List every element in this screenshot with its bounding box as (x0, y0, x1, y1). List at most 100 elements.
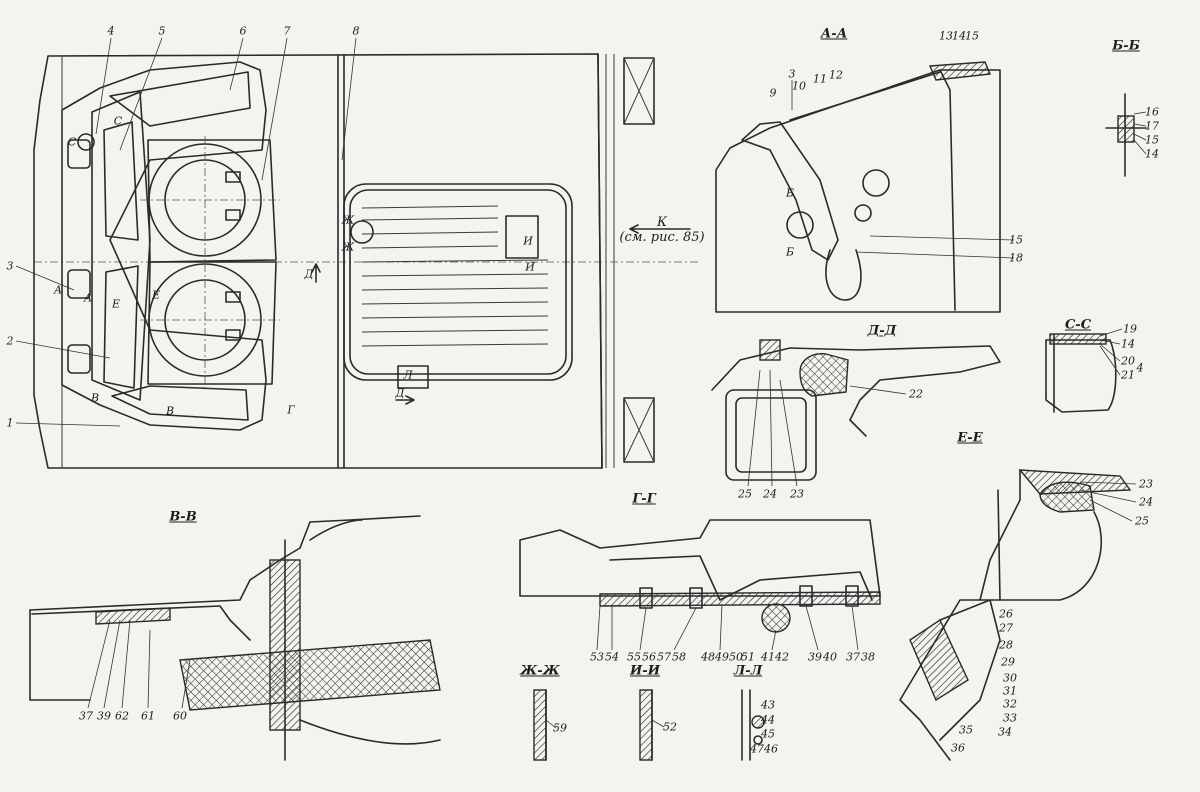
part-callout: 43 (761, 698, 775, 712)
section-bb (1105, 93, 1147, 177)
reference-note-letter: К (656, 215, 668, 230)
part-callout: 37 (846, 650, 860, 664)
section-title-gg: Г-Г (632, 491, 656, 507)
part-callout: 50 (729, 650, 743, 664)
part-callout: Е (111, 297, 121, 311)
part-callout: 21 (1121, 368, 1135, 382)
part-callout: 31 (1003, 684, 1017, 698)
part-callout: 34 (998, 725, 1012, 739)
part-callout: 39 (808, 650, 822, 664)
part-callout: 10 (792, 79, 806, 93)
part-callout: 39 (97, 709, 111, 723)
part-callout: 4 (107, 24, 115, 38)
part-callout: 27 (999, 621, 1013, 635)
part-callout: 49 (715, 650, 729, 664)
part-callout: 3 (6, 259, 14, 273)
part-callout: 35 (959, 723, 973, 737)
part-callout: 15 (1145, 133, 1159, 147)
part-callout: 16 (1145, 105, 1159, 119)
part-callout: 47 (750, 742, 764, 756)
part-callout: 23 (790, 487, 804, 501)
part-callout: 62 (115, 709, 129, 723)
part-callout: 40 (823, 650, 837, 664)
section-title-ll: Л-Л (733, 663, 763, 679)
part-callout: С (113, 114, 123, 128)
part-callout: 24 (1139, 495, 1153, 509)
part-callout: 11 (813, 72, 827, 86)
part-callout: 56 (642, 650, 656, 664)
part-callout: В (165, 404, 175, 418)
part-callout: Б (785, 186, 795, 200)
part-callout: 13 (939, 29, 953, 43)
part-callout: Г (287, 403, 295, 417)
part-callout: Д (395, 386, 405, 400)
part-callout: А (53, 283, 63, 297)
part-callout: Ж (341, 240, 355, 254)
section-aa (715, 61, 1015, 313)
section-dd (711, 339, 1001, 487)
part-callout: 44 (761, 713, 775, 727)
part-callout: 30 (1003, 671, 1017, 685)
part-callout: 38 (861, 650, 875, 664)
section-title-zhzh: Ж-Ж (520, 663, 560, 679)
part-callout: 5 (158, 24, 166, 38)
part-callout: 54 (605, 650, 619, 664)
part-callout: 36 (951, 741, 965, 755)
part-callout: 25 (1135, 514, 1149, 528)
part-callout: 29 (1001, 655, 1015, 669)
plan-view (15, 37, 700, 469)
part-callout: 12 (829, 68, 843, 82)
part-callout: И (525, 260, 535, 274)
part-callout: 15 (965, 29, 979, 43)
part-callout: 45 (761, 727, 775, 741)
part-callout: 33 (1003, 711, 1017, 725)
part-callout: Д (304, 267, 314, 281)
part-callout: Л (403, 368, 413, 382)
part-callout: 60 (173, 709, 187, 723)
part-callout: 61 (141, 709, 155, 723)
part-callout: Ж (341, 213, 355, 227)
part-callout: 42 (775, 650, 789, 664)
part-callout: 14 (1145, 147, 1159, 161)
part-callout: 8 (352, 24, 360, 38)
part-callout: 32 (1003, 697, 1017, 711)
part-callout: 41 (761, 650, 775, 664)
part-callout: 59 (553, 721, 567, 735)
section-zhzh (533, 689, 557, 761)
part-callout: 7 (283, 24, 291, 38)
part-callout: А (83, 291, 93, 305)
part-callout: 20 (1121, 354, 1135, 368)
part-callout: 52 (663, 720, 677, 734)
section-ll (741, 689, 765, 761)
part-callout: 48 (701, 650, 715, 664)
part-callout: 57 (657, 650, 671, 664)
part-callout: 55 (627, 650, 641, 664)
part-callout: 2 (6, 334, 14, 348)
part-callout: 22 (909, 387, 923, 401)
section-vv (29, 515, 441, 761)
part-callout: 23 (1139, 477, 1153, 491)
part-callout: 4 (1136, 361, 1144, 375)
reference-note: К (см. рис. 85) (619, 215, 704, 245)
part-callout: С (67, 135, 77, 149)
section-title-aa: А-А (820, 26, 848, 42)
part-callout: 46 (764, 742, 778, 756)
part-callout: 6 (239, 24, 247, 38)
part-callout: 14 (952, 29, 966, 43)
section-ee (899, 469, 1137, 761)
section-cc (1045, 328, 1123, 413)
section-ii (639, 689, 665, 761)
part-callout: 3 (788, 67, 796, 81)
part-callout: 25 (738, 487, 752, 501)
part-callout: 37 (79, 709, 93, 723)
part-callout: 28 (999, 638, 1013, 652)
part-callout: 53 (590, 650, 604, 664)
part-callout: 26 (999, 607, 1013, 621)
part-callout: В (90, 391, 100, 405)
section-title-dd: Д-Д (867, 323, 897, 339)
section-title-ii: И-И (630, 663, 660, 679)
part-callout: 9 (769, 86, 777, 100)
part-callout: 14 (1121, 337, 1135, 351)
